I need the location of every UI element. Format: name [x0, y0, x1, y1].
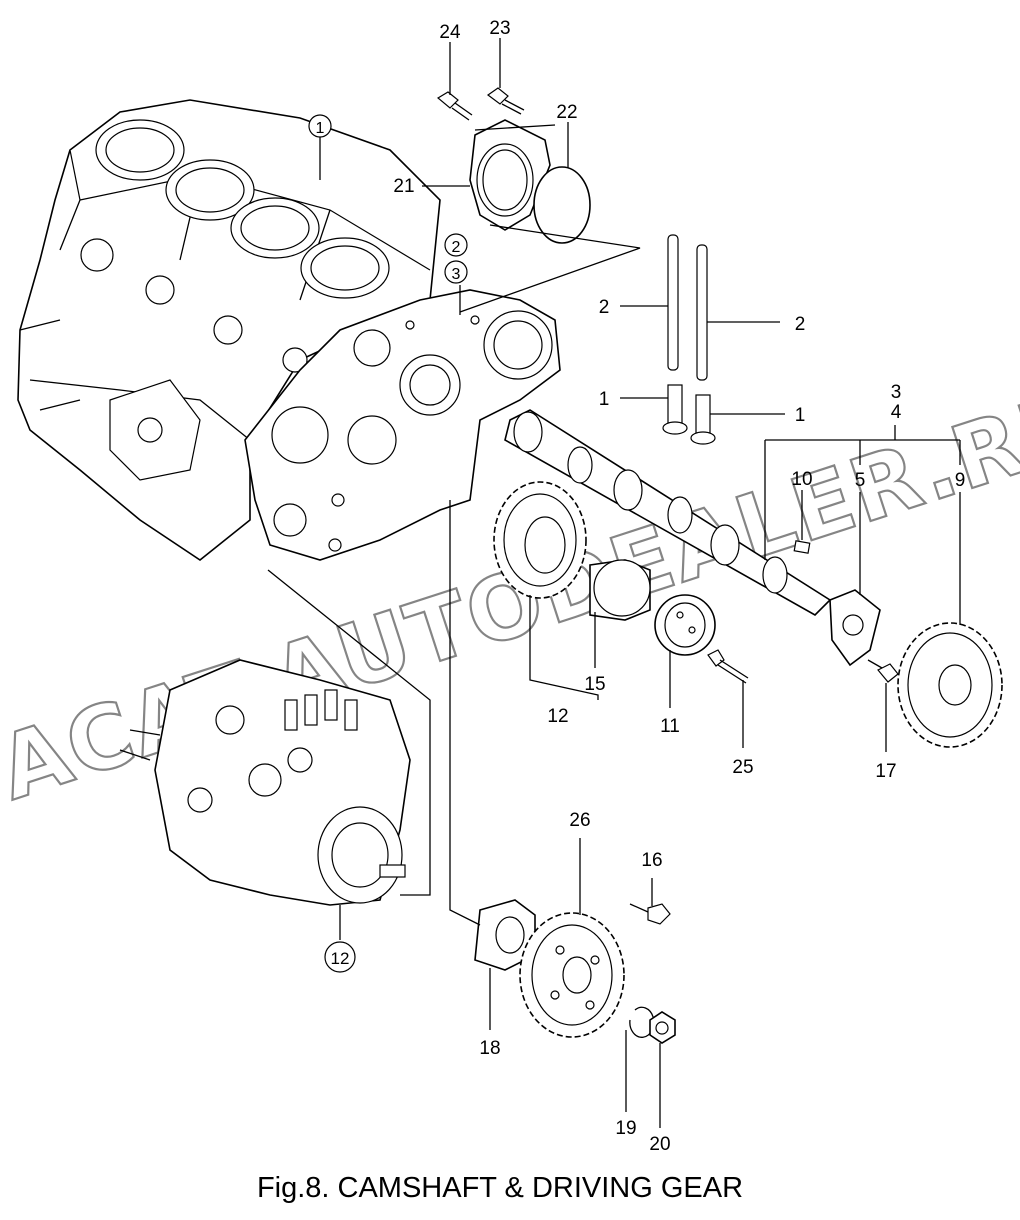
camshaft-gear	[897, 622, 1003, 748]
callout-26: 26	[569, 810, 590, 831]
gear-hub	[474, 899, 536, 971]
callout-9: 9	[955, 470, 966, 491]
injection-pump	[119, 659, 411, 906]
callout-18: 18	[479, 1038, 500, 1059]
callout-15: 15	[584, 674, 605, 695]
callout-circle-2	[444, 233, 468, 257]
callout-11: 11	[660, 716, 680, 737]
push-rods	[667, 234, 708, 381]
callout-3-plate: 3	[452, 266, 461, 283]
callout-20: 20	[649, 1134, 670, 1155]
leader-lines	[267, 38, 961, 1128]
callout-12: 12	[547, 706, 568, 727]
bolt-16	[629, 903, 671, 925]
callout-2-rod-b: 2	[795, 314, 806, 335]
callout-16: 16	[641, 850, 662, 871]
bolt-25	[707, 649, 749, 684]
callout-17: 17	[875, 761, 896, 782]
callout-circle-1	[308, 114, 332, 138]
callout-1-tappet-b: 1	[795, 405, 806, 426]
pump-drive-gear	[519, 912, 625, 1038]
callout-circle-3	[444, 260, 468, 284]
cylinder-block	[17, 99, 441, 561]
callout-2-plate: 2	[452, 239, 461, 256]
callout-19: 19	[615, 1118, 636, 1139]
bolt-24	[436, 91, 473, 121]
idler-gear	[493, 481, 587, 599]
callout-25: 25	[732, 757, 753, 778]
camshaft	[504, 409, 832, 616]
callout-1-tappet-a: 1	[599, 389, 610, 410]
bolt-23	[486, 87, 525, 115]
figure-caption: Fig.8. CAMSHAFT & DRIVING GEAR	[256, 1172, 744, 1204]
callouts: 24 23 22 21 1 2 3 2 2 1 1 3 4 10 5 9 15 …	[308, 18, 966, 1155]
callout-12-pump: 12	[331, 949, 350, 968]
callout-23: 23	[489, 18, 510, 39]
gear-case-plate	[244, 289, 561, 561]
nut	[649, 1011, 676, 1044]
callout-4: 4	[891, 402, 902, 423]
thrust-plate	[829, 589, 881, 667]
callout-2-rod-a: 2	[599, 297, 610, 318]
callout-circle-12	[324, 941, 356, 973]
cover-plate	[469, 119, 551, 231]
o-ring	[533, 166, 591, 244]
callout-3: 3	[891, 382, 902, 403]
callout-5: 5	[855, 470, 866, 491]
bolt-17	[867, 659, 899, 683]
tappets	[662, 384, 716, 445]
callout-24: 24	[439, 22, 461, 43]
callout-22: 22	[556, 102, 577, 123]
idler-shaft	[654, 594, 716, 656]
bushing	[589, 559, 651, 621]
callout-10: 10	[791, 469, 812, 490]
callout-21: 21	[393, 176, 414, 197]
callout-1-block: 1	[316, 120, 325, 137]
